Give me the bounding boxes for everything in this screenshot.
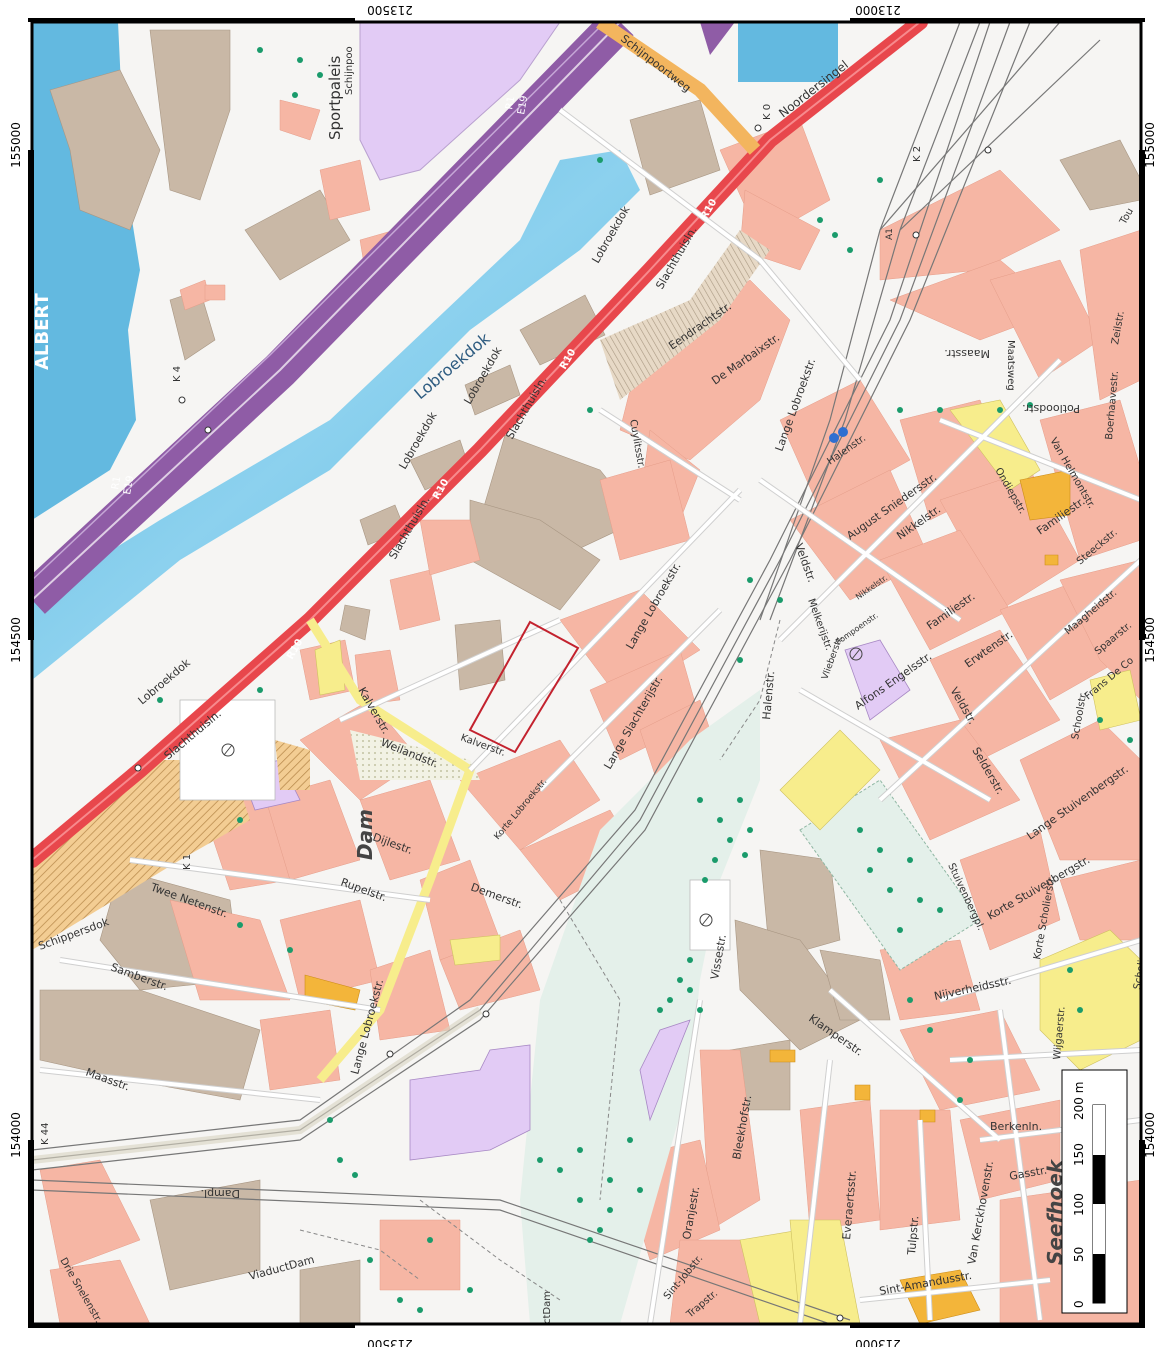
label-viaductdam-2: ctDam (542, 1291, 553, 1324)
footpaths (299, 619, 781, 1301)
scalebar: 200 m 150 100 50 0 (1061, 1069, 1128, 1314)
label-potloodstr: Potloodstr. (1022, 402, 1080, 415)
public-buildings-orange (304, 469, 1071, 1324)
label-sportpaleis: Sportpaleis (326, 55, 344, 140)
label-wijgaerstr: Wijgaerstr. (1052, 1006, 1068, 1060)
railway-tracks (32, 22, 1101, 1324)
label-halenstr-2: Halenstr. (760, 670, 777, 720)
label-maatsweg: Maatsweg (1005, 340, 1016, 391)
scalebar-unit: 200 m (1072, 1082, 1086, 1120)
circle-symbols (221, 647, 863, 927)
blue-marker-2[interactable] (838, 427, 848, 437)
scalebar-tick-100: 100 (1072, 1193, 1086, 1216)
label-k4: K 4 (172, 366, 183, 382)
label-k0: K 0 (762, 104, 773, 120)
label-albert: ALBERT (32, 293, 53, 370)
hatched-small (275, 740, 310, 790)
grid-x-bottom-213000: 213000 (855, 1337, 901, 1347)
reservoir (738, 22, 838, 82)
public-buildings-purple (239, 639, 911, 1161)
label-e19-left: E19 (122, 475, 136, 496)
scalebar-tick-0: 0 (1072, 1300, 1086, 1308)
label-k44: K 44 (40, 1123, 51, 1145)
project-site-outline[interactable] (468, 620, 580, 754)
grid-y-right-155000: 155000 (1143, 122, 1157, 168)
label-a1: A1 (885, 228, 895, 240)
grid-y-right-154000: 154000 (1143, 1112, 1157, 1158)
hatched-area-slachthuis (600, 230, 770, 400)
frame-ticks (28, 18, 1145, 1328)
label-r1-left: R1 (110, 476, 123, 491)
grid-y-left-155000: 155000 (9, 122, 23, 168)
label-r1-top: R1 (504, 96, 517, 111)
label-dampl: Dampl. (201, 1187, 240, 1200)
label-maasstr-e: Maasstr. (944, 347, 990, 360)
railway-embankment (32, 1006, 483, 1164)
grid-y-left-154500: 154500 (9, 617, 23, 663)
grid-x-top-213000: 213000 (855, 3, 901, 17)
label-schijnpoort: Schijnpoo (344, 46, 355, 95)
label-berkenln: Berkenln. (990, 1120, 1042, 1133)
minor-streets (39, 108, 1141, 1324)
label-k2: K 2 (912, 146, 923, 162)
motorway-divider (32, 22, 621, 601)
label-dam: Dam (353, 809, 377, 860)
label-everaertsstr: Everaertsstr. (840, 1170, 859, 1241)
sportpaleis-area (359, 22, 561, 181)
blue-marker[interactable] (829, 433, 839, 443)
scalebar-tick-50: 50 (1072, 1247, 1086, 1262)
motorway-end (700, 22, 735, 55)
map-border (30, 20, 1143, 1326)
industrial-buildings (39, 29, 1141, 1324)
label-tulpstr: Tulpstr. (905, 1215, 921, 1256)
kalverstraat-road (306, 617, 476, 1083)
scalebar-tick-150: 150 (1072, 1143, 1086, 1166)
railway-park (520, 690, 760, 1324)
dotted-square (350, 730, 480, 780)
label-e19-top: E19 (516, 95, 530, 116)
dock-water (32, 150, 640, 680)
grid-y-left-154000: 154000 (9, 1112, 23, 1158)
label-k1: K 1 (182, 854, 193, 870)
grid-x-top-213500: 213500 (367, 3, 413, 17)
grid-y-right-154500: 154500 (1143, 617, 1157, 663)
trees (157, 47, 1133, 1313)
schijnpoortweg-road (596, 22, 761, 155)
grid-x-bottom-213500: 213500 (367, 1337, 413, 1347)
label-scholierstr: Scholierstr. (1132, 934, 1152, 991)
node-points (134, 124, 992, 1322)
hatched-area-dock (32, 760, 250, 950)
motorway-edge (32, 22, 606, 581)
